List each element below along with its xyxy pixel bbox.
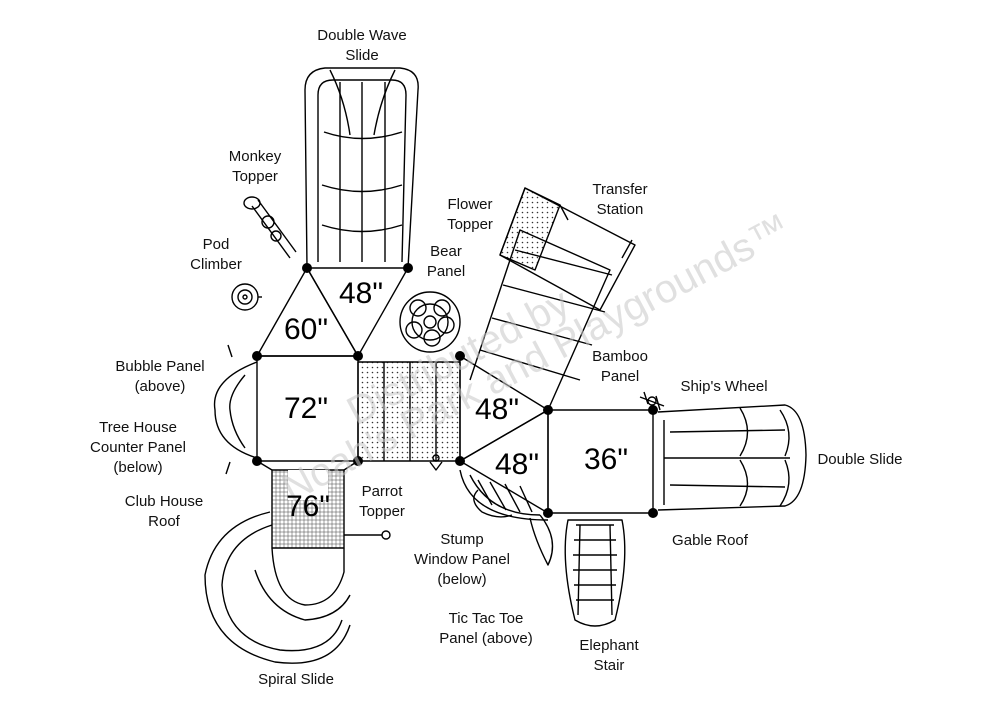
ships-wheel-shape [639,391,665,411]
label-double-slide: Double Slide [817,451,903,468]
monkey-topper-shape [243,196,297,259]
parrot-topper-shape [344,454,443,540]
double-slide-shape [657,404,807,511]
junction-dots [252,263,658,518]
deck-height-right-square: 36" [583,443,629,476]
label-gable-roof: Gable Roof [672,532,748,549]
pod-climber-shape [231,283,262,311]
bubble-panel-shape [213,344,258,475]
elephant-stair-shape [564,519,626,627]
deck-height-top-triangle: 48" [338,277,384,310]
transfer-station-shape [469,187,636,411]
flower-topper-shape [399,291,461,353]
label-bubble-panel: Bubble Panel(above) [115,358,205,395]
spiral-slide-shape [204,511,351,664]
deck-outlines [256,267,654,549]
deck-height-spiral-platform: 76" [285,490,331,523]
stump-window-panel-shape [459,469,554,566]
deck-height-left-square: 72" [283,392,329,425]
label-ships-wheel: Ship's Wheel [680,378,768,395]
deck-height-upper-right-triangle: 48" [474,393,520,426]
deck-height-lower-right-triangle: 48" [494,448,540,481]
label-spiral-slide: Spiral Slide [258,671,334,688]
deck-height-left-triangle: 60" [283,313,329,346]
double-wave-slide-shape [304,67,419,269]
